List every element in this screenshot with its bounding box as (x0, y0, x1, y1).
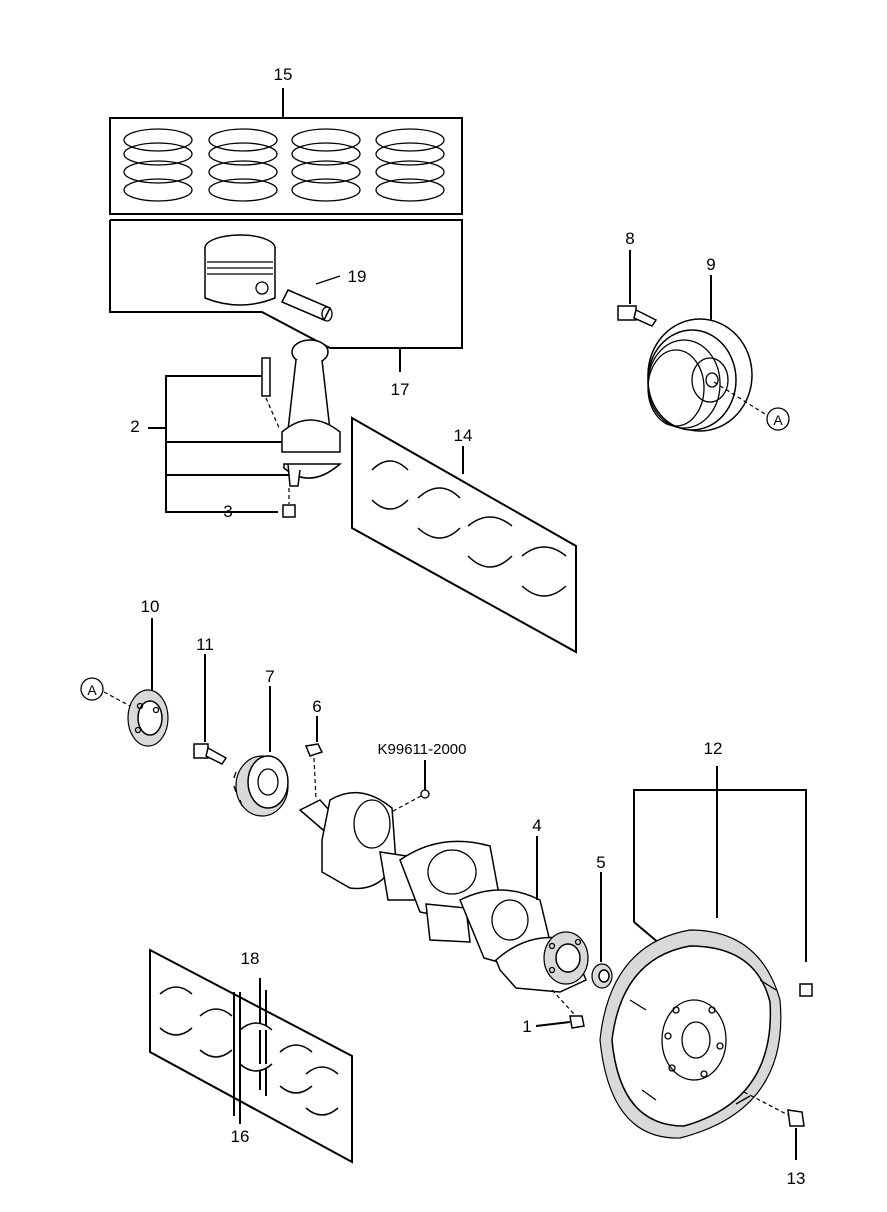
pilot-bearing (591, 872, 613, 989)
callout-12: 12 (704, 739, 723, 758)
dowel-pin-1 (535, 989, 585, 1029)
piston-assembly (109, 219, 463, 372)
main-bearing-set (149, 948, 353, 1164)
crank-key (304, 716, 324, 801)
rod-bearing-4 (521, 546, 567, 597)
ref-a-plate: A (87, 682, 97, 698)
rod-bearing-set (351, 416, 577, 654)
ring-set-2 (208, 128, 278, 202)
callout-1: 1 (522, 1017, 531, 1036)
ring-set-3 (291, 128, 361, 202)
rod-bearing-1 (371, 460, 409, 510)
pulley-bolt (617, 305, 658, 327)
crank-front-plate (80, 618, 169, 747)
crank-sprocket (193, 654, 289, 817)
piston-ring-sets (109, 88, 463, 215)
ring-set-1 (123, 128, 193, 202)
callout-6: 6 (312, 697, 321, 716)
ring-set-4 (375, 128, 445, 202)
connecting-rod (148, 339, 343, 518)
rod-bearing-3 (467, 516, 513, 568)
callout-10: 10 (141, 597, 160, 616)
flywheel (599, 766, 813, 1160)
callout-7: 7 (265, 667, 274, 686)
crankshaft (298, 791, 589, 993)
piston-pin (280, 289, 333, 322)
callout-9: 9 (706, 255, 715, 274)
callout-14: 14 (454, 426, 473, 445)
rod-bearing-2 (417, 487, 461, 539)
callout-19: 19 (348, 267, 367, 286)
callout-18: 18 (241, 949, 260, 968)
callout-15: 15 (274, 65, 293, 84)
callout-11: 11 (196, 635, 214, 654)
callout-2: 2 (130, 417, 139, 436)
damper-pulley (647, 318, 753, 432)
piston (204, 234, 276, 306)
ref-a-pulley: A (773, 412, 783, 428)
callout-3: 3 (223, 502, 232, 521)
callout-8: 8 (625, 229, 634, 248)
part-code-label: K99611-2000 (378, 741, 467, 758)
callout-17: 17 (391, 380, 410, 399)
callout-16: 16 (231, 1127, 250, 1146)
callout-13: 13 (787, 1169, 806, 1188)
callout-5: 5 (596, 853, 605, 872)
crank-pulley (617, 250, 790, 432)
callout-4: 4 (532, 816, 541, 835)
